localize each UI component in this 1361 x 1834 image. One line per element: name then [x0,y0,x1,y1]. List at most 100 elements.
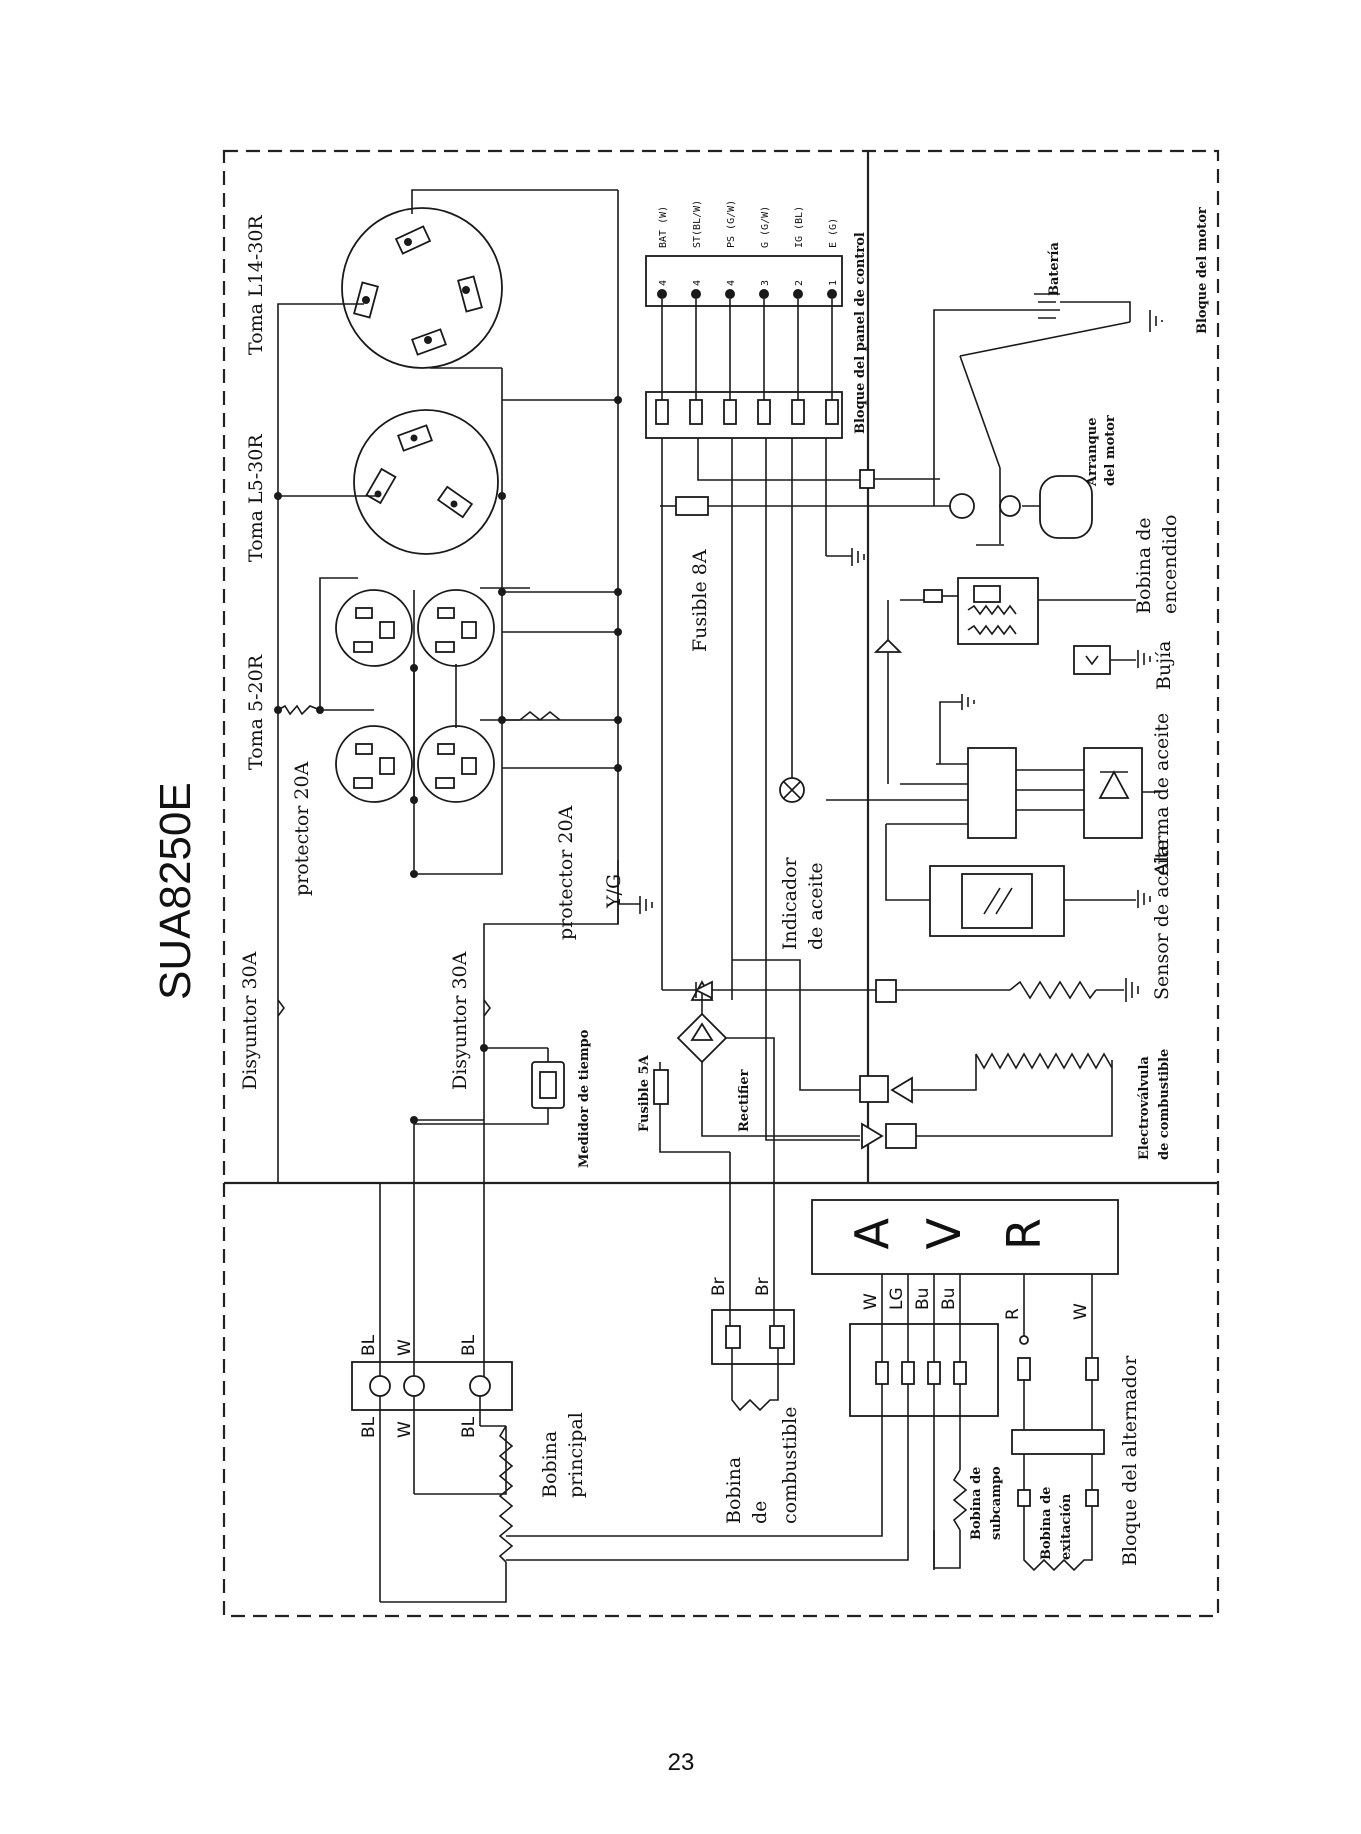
panel-terminal-label: IG (BL) [794,206,805,248]
outlet-wiring [277,189,619,1170]
rectifier-label: Rectifier [737,1069,752,1132]
wire-w-bottom: W [395,1421,415,1438]
panel-terminal-label: PS (G/W) [726,200,737,248]
panel-pin-number: 4 [692,280,703,286]
panel-pin-number: 2 [794,280,805,286]
panel-pin-number: 3 [760,280,771,286]
exc-coil-label-2: exitación [1059,1493,1074,1560]
control-panel-block [645,255,843,439]
fuse-5a-label: Fusible 5A [637,1054,652,1132]
main-coil-label-2: principal [565,1412,587,1498]
protector-top-label: protector 20A [291,761,313,896]
motor-block-label: Bloque del motor [1195,207,1210,334]
panel-plug [791,399,805,425]
fuel-solenoid-label-1: Electroválvula [1137,1056,1152,1160]
wire-bl-bottom-2: BL [459,1416,479,1438]
starter [949,321,1131,546]
fuel-coil-label-2: de [749,1501,771,1524]
wire-r-avr: R [1003,1308,1023,1320]
sub-coil-label-2: subcampo [989,1466,1004,1540]
l14-30r-label: Toma L14-30R [245,215,267,355]
panel-pin-dot [793,289,803,299]
ignition-diode [873,600,903,784]
wire-bl-bottom-1: BL [359,1416,379,1438]
diagram-frame [222,149,1220,1618]
spark-plug-label: Bujía [1153,641,1175,691]
avr-connector-block [506,1274,999,1570]
wire-lg-avr: LG [887,1287,907,1310]
panel-plug [723,399,737,425]
main-terminal-block [277,1124,514,1603]
wire-w-avr-2: W [1071,1303,1091,1320]
sub-coil-label-1: Bobina de [969,1467,984,1540]
avr-symbol-a: A [845,1217,899,1249]
disyuntor-bottom-label: Disyuntor 30A [449,951,471,1090]
fuse-8a-label: Fusible 8A [689,549,711,652]
main-coil-label-1: Bobina [539,1431,561,1498]
avr-symbol-r: R [997,1218,1051,1250]
fuel-coil-block [711,1152,795,1412]
junction-dots [274,396,622,1124]
fuel-solenoid [859,1052,1113,1150]
panel-plug [655,399,669,425]
ground-symbol [618,896,653,914]
starter-connector [859,469,940,489]
fuel-solenoid-label-2: de combustible [1157,1049,1172,1160]
oil-alarm-module [826,694,1160,839]
exc-coil-label-1: Bobina de [1039,1487,1054,1560]
battery-label: Batería [1047,242,1062,296]
panel-pin-dot [827,289,837,299]
l5-30r-label: Toma L5-30R [245,434,267,562]
panel-pin-dot [657,289,667,299]
ignition-coil-label-1: Bobina de [1133,517,1155,614]
disyuntor-top-label: Disyuntor 30A [239,951,261,1090]
5-20r-label: Toma 5-20R [245,654,267,770]
ignition-coil [900,577,1136,645]
panel-terminal-label: BAT (W) [658,206,669,248]
timer-label: Medidor de tiempo [577,1029,592,1168]
wire-br-1: Br [709,1277,729,1296]
panel-pin-dot [759,289,769,299]
l14-30r-outlet [341,207,503,369]
oil-indicator [779,438,805,803]
yg-label: Y/G [603,874,625,909]
fuse-8a [660,496,960,516]
fuel-coil-label-3: combustible [779,1407,801,1524]
battery [933,293,1163,506]
panel-plug [825,399,839,425]
avr-module [811,1199,1119,1275]
page-number: 23 [668,1749,695,1776]
oil-indicator-label-2: de aceite [805,862,827,950]
ignition-coil-label-2: encendido [1159,515,1181,614]
alternator-block-label: Bloque del alternador [1119,1355,1141,1566]
panel-terminal-label: ST(BL/W) [692,200,703,248]
panel-pin-dot [725,289,735,299]
wire-bl-top-1: BL [359,1334,379,1356]
oil-sensor [885,824,1151,937]
starter-label-2: del motor [1103,415,1118,486]
l5-30r-outlet [353,409,499,555]
wire-br-2: Br [753,1277,773,1296]
5-20r-outlets [335,589,495,803]
panel-plug [689,399,703,425]
oil-sensor-label: Sensor de aceite [1151,840,1173,1000]
panel-wiring [661,438,880,1141]
wire-bu-avr-1: Bu [913,1288,933,1310]
panel-pin-column: 4 BAT (W) 4 ST(BL/W) 4 PS (G/W) 3 G (G/W) 2 IG (B… [655,200,839,425]
avr-symbol-v: V [917,1217,971,1249]
oil-indicator-label-1: Indicador [779,856,801,950]
model-title: SUA8250E [151,782,200,1000]
panel-pin-number: 4 [726,280,737,286]
panel-terminal-label: G (G/W) [760,206,771,248]
wire-w-top: W [395,1339,415,1356]
fuel-coil-label-1: Bobina [723,1457,745,1524]
wire-bl-top-2: BL [459,1334,479,1356]
panel-terminal-label: E (G) [828,218,839,248]
panel-pin-number: 4 [658,280,669,286]
panel-ground [826,548,865,566]
wire-bu-avr-2: Bu [939,1288,959,1310]
panel-plug [757,399,771,425]
spark-plug [1073,645,1151,675]
excitation-coil [1011,1274,1105,1572]
